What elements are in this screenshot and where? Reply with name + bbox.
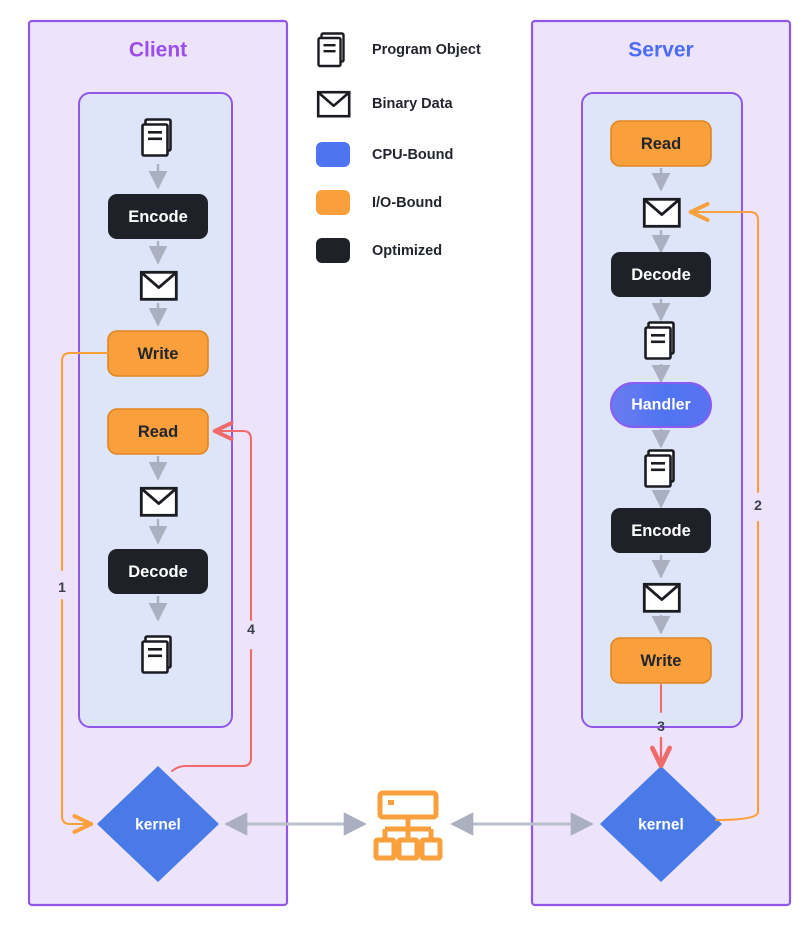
server-decode — [611, 252, 711, 297]
legend-label-program-object: Program Object — [372, 42, 481, 58]
server-object-out — [644, 449, 675, 488]
server-decode-label: Decode — [631, 266, 691, 284]
server-binary-in — [642, 197, 681, 228]
legend-item-program-object: Program Object — [317, 32, 481, 68]
legend-label-optimized: Optimized — [372, 243, 442, 259]
legend-item-binary-data: Binary Data — [316, 90, 454, 118]
legend-label-io-bound: I/O-Bound — [372, 195, 442, 211]
client-kernel-label: kernel — [135, 817, 181, 834]
client-binary-out — [139, 270, 178, 301]
server-object-in — [644, 321, 675, 360]
flow-4-path-upper — [212, 421, 253, 622]
client-object-out — [141, 635, 172, 674]
seq-4-label: 4 — [247, 621, 255, 637]
server-encode-label: Encode — [631, 522, 691, 540]
network-icon — [373, 790, 443, 861]
server-handler-label: Handler — [631, 397, 691, 414]
document-stack-icon — [317, 32, 345, 68]
legend-swatch-optimized — [316, 238, 350, 263]
legend-item-io-bound: I/O-Bound — [316, 190, 442, 215]
flow-2-path-upper — [688, 202, 760, 494]
server-read — [610, 120, 712, 167]
server-binary-out — [642, 582, 681, 613]
legend-swatch-cpu-bound — [316, 142, 350, 167]
client-decode — [108, 549, 208, 594]
legend-item-cpu-bound: CPU-Bound — [316, 142, 453, 167]
client-object-in — [141, 118, 172, 157]
server-read-label: Read — [641, 135, 681, 153]
server-write — [610, 637, 712, 684]
client-read — [107, 408, 209, 455]
legend-label-cpu-bound: CPU-Bound — [372, 147, 453, 163]
server-kernel: kernel — [600, 766, 722, 882]
client-panel-title: Client — [129, 39, 187, 62]
server-handler — [610, 382, 712, 428]
client-decode-label: Decode — [128, 563, 188, 581]
client-encode-label: Encode — [128, 208, 188, 226]
server-kernel-label: kernel — [638, 817, 684, 834]
flow-2-path-lower — [714, 520, 760, 822]
flow-1-path-lower — [60, 598, 94, 834]
client-binary-in — [139, 486, 178, 517]
seq-2-label: 2 — [754, 497, 762, 513]
client-write-label: Write — [138, 345, 179, 363]
server-write-label: Write — [641, 652, 682, 670]
client-read-label: Read — [138, 423, 178, 441]
server-encode — [611, 508, 711, 553]
legend-label-binary-data: Binary Data — [372, 96, 454, 112]
client-kernel: kernel — [97, 766, 219, 882]
flow-1-path-upper — [60, 351, 110, 572]
client-encode — [108, 194, 208, 239]
legend-item-optimized: Optimized — [316, 238, 442, 263]
envelope-icon — [316, 90, 351, 118]
server-panel-title: Server — [628, 39, 693, 62]
seq-1-label: 1 — [58, 579, 66, 595]
seq-3-label: 3 — [657, 718, 665, 734]
legend-swatch-io-bound — [316, 190, 350, 215]
flow-4-path-lower — [170, 648, 253, 773]
